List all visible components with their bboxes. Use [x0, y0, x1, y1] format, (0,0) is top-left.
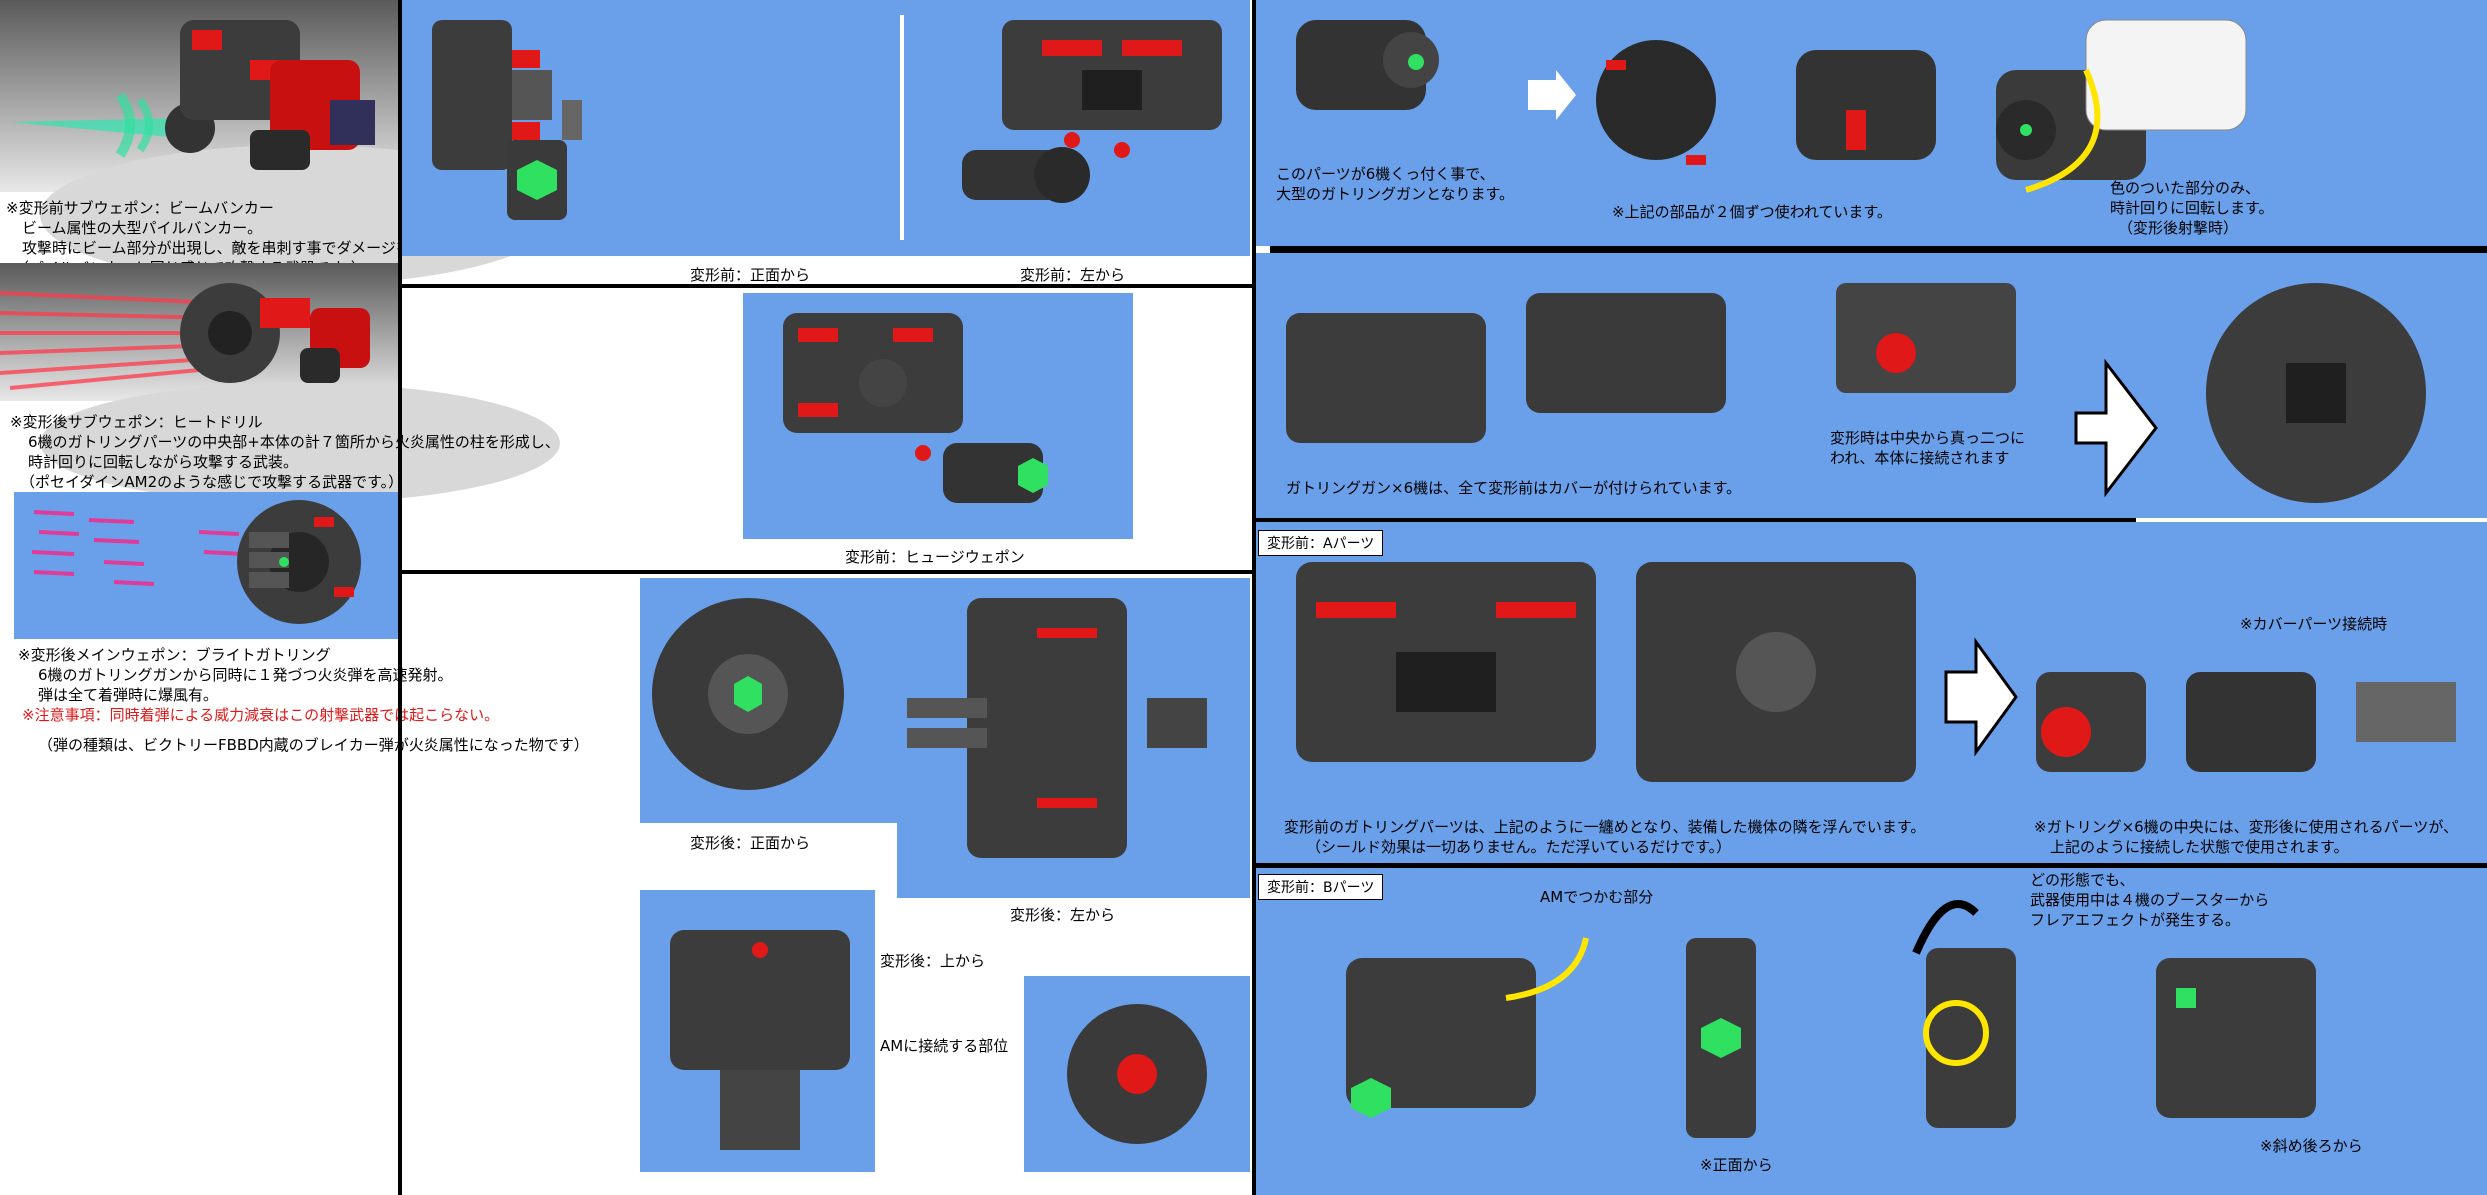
bright-gatling-mech-figure	[31, 500, 361, 624]
gatling-desc-line-2: 大型のガトリングガンとなります。	[1276, 185, 1515, 203]
a-parts-panel	[1256, 522, 2487, 865]
front-left-before-panel	[402, 0, 1250, 256]
caption-diag-back: ※斜め後ろから	[2260, 1137, 2363, 1155]
after-top-panel	[640, 890, 875, 1172]
heat-drill-render	[0, 263, 560, 503]
huge-weapon-panel	[743, 293, 1133, 539]
caption-huge-weapon: 変形前：ヒュージウェポン	[845, 548, 1025, 566]
divider-1	[402, 284, 1252, 288]
heat-drill-line-3: （ポセイダインAM2のような感じで攻撃する武器です。）	[20, 473, 404, 491]
tag-a-parts: 変形前：Aパーツ	[1258, 530, 1384, 556]
arm-grab-label: AMでつかむ部分	[1540, 888, 1654, 906]
heat-drill-mech-figure	[0, 283, 560, 503]
bright-gatling-note: （弾の種類は、ビクトリーFBBD内蔵のブレイカー弾が火炎属性になった物です）	[38, 736, 589, 754]
cover-figures	[1286, 283, 2426, 503]
cover-desc: ガトリングガン×6機は、全て変形前はカバーが付けられています。	[1286, 479, 1742, 497]
caption-left-after: 変形後：左から	[1010, 906, 1116, 924]
after-left-panel	[897, 578, 1250, 898]
heat-drill-line-1: 6機のガトリングパーツの中央部+本体の計７箇所から火炎属性の柱を形成し、	[28, 433, 560, 451]
rotation-desc-line-3: （変形後射撃時）	[2118, 219, 2239, 237]
tag-b-parts: 変形前：Bパーツ	[1258, 874, 1384, 900]
b-parts-figures	[1346, 900, 2316, 1138]
flare-desc-line-3: フレアエフェクトが発生する。	[2030, 911, 2241, 929]
left-divider	[398, 0, 402, 1195]
rotation-desc-line-2: 時計回りに回転します。	[2110, 199, 2274, 217]
right-divider-1	[1270, 246, 2487, 253]
after-front-panel	[640, 578, 897, 823]
front-left-before-figures	[432, 15, 1222, 240]
bright-gatling-line-2: 弾は全て着弾時に爆風有。	[38, 686, 219, 704]
beam-bunker-line-1: ビーム属性の大型パイルバンカー。	[22, 219, 263, 237]
caption-front-after: 変形後：正面から	[690, 834, 811, 852]
bright-gatling-render	[14, 492, 398, 639]
bright-gatling-title: ※変形後メインウェポン：ブライトガトリング	[18, 646, 331, 664]
gatling-row-figures	[1296, 19, 2247, 193]
gatling-row-panel	[1256, 0, 2487, 246]
arm-connect-figure	[1067, 1004, 1207, 1144]
caption-top-after: 変形後：上から	[880, 952, 986, 970]
center-desc-line-2: 上記のように接続した状態で使用されます。	[2050, 838, 2349, 856]
rotation-desc-line-1: 色のついた部分のみ、	[2110, 179, 2261, 197]
flare-desc-line-2: 武器使用中は４機のブースターから	[2030, 891, 2270, 909]
center-desc-line-1: ※ガトリング×6機の中央には、変形後に使用されるパーツが、	[2034, 818, 2459, 836]
a-parts-figures	[1296, 562, 2456, 782]
caption-front-b: ※正面から	[1700, 1156, 1773, 1174]
parts-used-note: ※上記の部品が２個ずつ使われています。	[1612, 203, 1892, 221]
beam-bunker-render	[0, 0, 560, 285]
arm-connect-panel	[1024, 976, 1250, 1172]
after-front-figure	[652, 598, 844, 790]
right-divider-diagonal	[1256, 518, 2136, 522]
flare-desc-line-1: どの形態でも、	[2030, 871, 2135, 889]
right-divider-2	[1256, 863, 2487, 868]
a-desc-line-1: 変形前のガトリングパーツは、上記のように一纏めとなり、装備した機体の隣を浮んでい…	[1284, 818, 1926, 836]
cover-connected-caption: ※カバーパーツ接続時	[2240, 615, 2388, 633]
caption-left-before: 変形前：左から	[1020, 266, 1126, 284]
heat-drill-line-2: 時計回りに回転しながら攻撃する武装。	[28, 453, 299, 471]
beam-bunker-mech-figure	[10, 20, 560, 285]
a-desc-line-2: （シールド効果は一切ありません。ただ浮いているだけです。）	[1306, 838, 1732, 856]
caption-front-before: 変形前：正面から	[690, 266, 811, 284]
beam-bunker-line-2: 攻撃時にビーム部分が出現し、敵を串刺す事でダメージを与える。	[22, 239, 471, 257]
after-left-figure	[907, 598, 1207, 858]
beam-bunker-title: ※変形前サブウェポン：ビームバンカー	[6, 199, 274, 217]
b-parts-panel	[1256, 868, 2487, 1195]
bright-gatling-line-1: 6機のガトリングガンから同時に１発づつ火炎弾を高速発射。	[38, 666, 453, 684]
divider-2	[402, 570, 1252, 574]
split-desc-line-2: われ、本体に接続されます	[1830, 449, 2010, 467]
middle-divider	[1252, 0, 1256, 1195]
cover-panel	[1256, 253, 2487, 518]
caption-arm-connect: AMに接続する部位	[880, 1037, 1009, 1055]
heat-drill-title: ※変形後サブウェポン：ヒートドリル	[10, 413, 263, 431]
after-top-figure	[670, 930, 850, 1150]
gatling-desc-line-1: このパーツが6機くっ付く事で、	[1276, 165, 1495, 183]
bright-gatling-warning: ※注意事項：同時着弾による威力減衰はこの射撃武器では起こらない。	[22, 706, 500, 724]
huge-weapon-figure	[783, 313, 1048, 503]
split-desc-line-1: 変形時は中央から真っ二つに	[1830, 429, 2026, 447]
